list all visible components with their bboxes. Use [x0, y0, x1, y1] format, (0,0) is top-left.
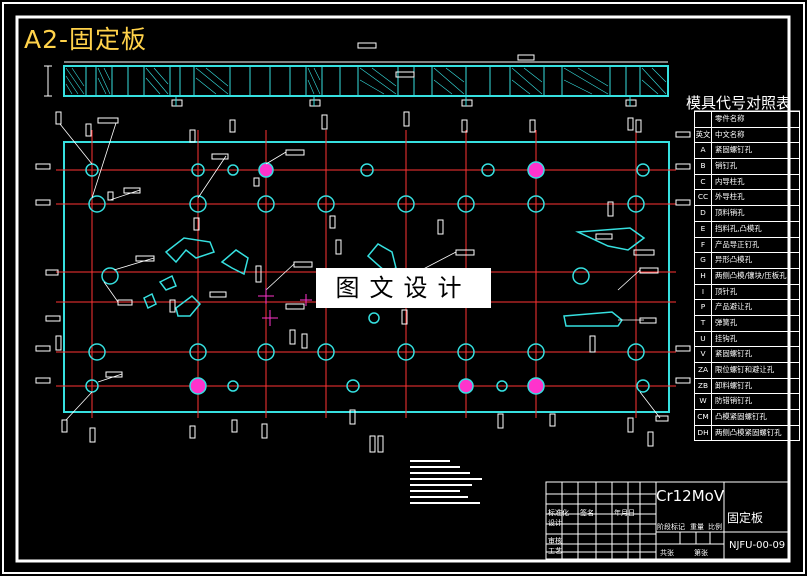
legend-code: B — [695, 159, 712, 174]
tb-label-weight: 重量 — [690, 523, 704, 531]
legend-code: G — [695, 253, 712, 268]
legend-name: 弹簧孔 — [715, 317, 738, 327]
legend-code: 英文 — [695, 127, 712, 143]
legend-name: 异形凸模孔 — [715, 255, 752, 265]
legend-name: 紧固螺钉孔 — [715, 349, 752, 359]
legend-name: 挂钩孔 — [715, 333, 738, 343]
tb-label-standard: 标准化 — [548, 509, 569, 517]
legend-name: 产品避让孔 — [715, 302, 752, 312]
tb-label-sheet-no: 第张 — [694, 549, 708, 557]
tb-label-process: 工艺 — [548, 547, 562, 555]
legend-code: P — [695, 300, 712, 315]
drawing-title: A2-固定板 — [24, 25, 148, 54]
title-block-part-name: 固定板 — [727, 511, 764, 525]
legend-code: I — [695, 284, 712, 300]
tb-label-review: 审核 — [548, 537, 562, 545]
legend-name: 产品导正钉孔 — [715, 239, 760, 249]
legend-row: 英文中文名称 — [694, 127, 800, 144]
legend-code: U — [695, 331, 712, 347]
legend-code: T — [695, 315, 712, 331]
legend-code: DH — [695, 425, 712, 441]
legend-name: 销钉孔 — [715, 161, 738, 171]
legend-code: CM — [695, 410, 712, 425]
legend-name: 紧固螺钉孔 — [715, 145, 752, 155]
tb-label-scale: 比例 — [708, 523, 722, 531]
section-view — [44, 42, 669, 107]
legend-code: E — [695, 221, 712, 237]
legend-name: 零件名称 — [715, 114, 745, 123]
legend-code: A — [695, 143, 712, 159]
legend-code: V — [695, 347, 712, 362]
legend-name: 两侧凸模/镶块/压板孔 — [715, 270, 787, 280]
title-block-material: Cr12MoV — [656, 487, 725, 505]
inner-frame — [15, 15, 791, 563]
watermark: 图文设计 — [316, 268, 491, 308]
legend-row: 零件名称 — [694, 111, 800, 128]
legend-name: 顶针孔 — [715, 286, 738, 296]
technical-notes — [410, 460, 482, 504]
title-block-drawing-number: NJFU-00-09 — [729, 540, 786, 551]
tb-label-sheets: 共张 — [660, 549, 674, 557]
legend-name: 外导柱孔 — [715, 192, 745, 202]
legend-code: W — [695, 394, 712, 410]
tb-label-stage: 阶段标记 — [657, 523, 685, 531]
tb-label-design: 设计 — [548, 519, 562, 527]
plate-plan-view — [35, 111, 691, 453]
legend-name: 内导柱孔 — [715, 176, 745, 186]
legend-name: 凸模紧固螺钉孔 — [715, 412, 767, 422]
legend-name: 卸料螺钉孔 — [715, 380, 752, 390]
legend-name: 顶料销孔 — [715, 208, 745, 218]
legend-code: D — [695, 206, 712, 221]
legend-code — [695, 112, 712, 127]
legend-code: F — [695, 237, 712, 253]
legend-code: CC — [695, 190, 712, 206]
legend-name: 挡料孔,凸模孔 — [715, 223, 762, 233]
legend-name: 防错销钉孔 — [715, 396, 752, 406]
title-block — [545, 481, 789, 560]
legend-name: 中文名称 — [715, 129, 745, 139]
tb-label-date: 年月日 — [614, 509, 635, 517]
legend-code: H — [695, 268, 712, 284]
legend-code: ZB — [695, 378, 712, 394]
legend-title: 模具代号对照表 — [686, 94, 792, 112]
legend-name: 限位螺钉和避让孔 — [715, 365, 775, 374]
legend-name: 两侧凸模紧固螺钉孔 — [715, 427, 782, 437]
legend-code: C — [695, 174, 712, 190]
tb-label-signature: 签名 — [580, 509, 594, 517]
legend-code: ZA — [695, 363, 712, 378]
